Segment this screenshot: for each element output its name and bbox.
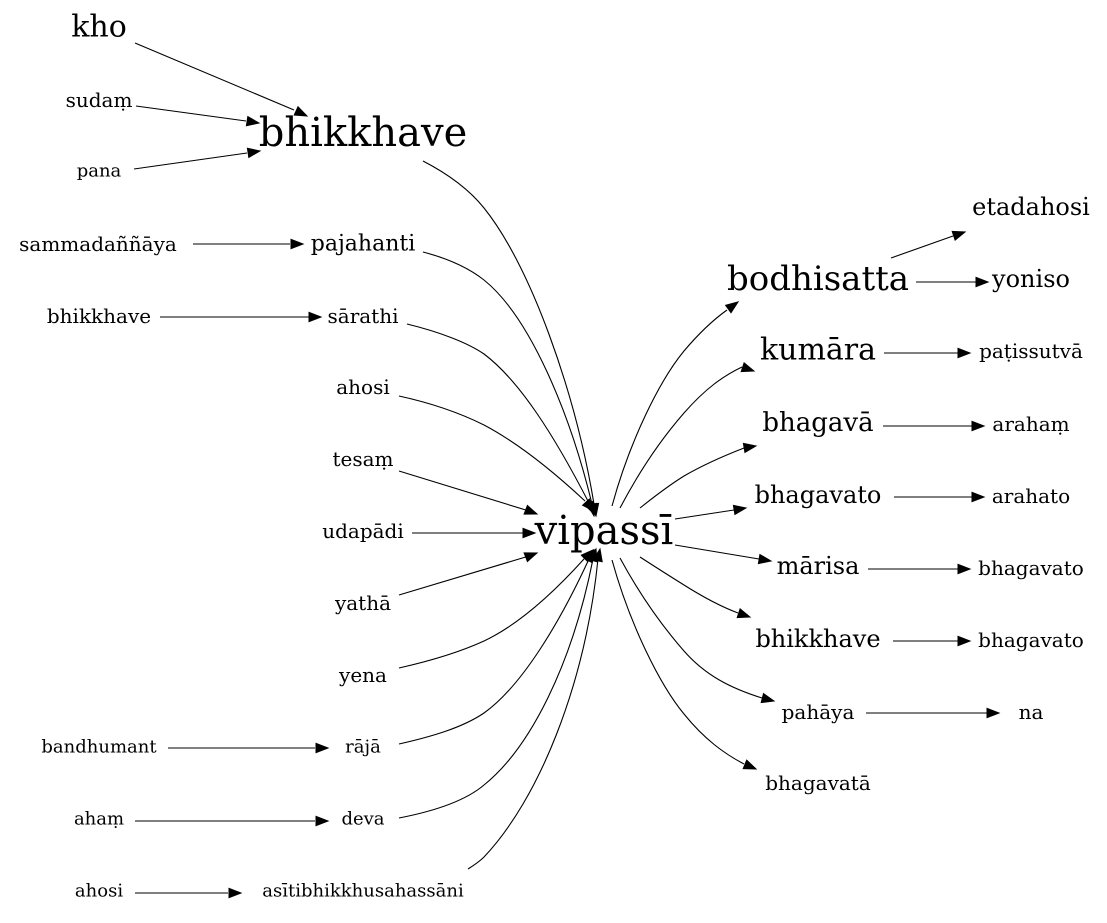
node-yatha: yathā bbox=[334, 591, 391, 615]
edge-pajahanti-to-vipassi bbox=[422, 251, 593, 505]
node-vipassi: vipassī bbox=[534, 508, 674, 554]
node-kumara: kumāra bbox=[760, 333, 876, 368]
node-araham: arahaṃ bbox=[992, 412, 1069, 436]
edge-vipassi-to-bhagavato_r bbox=[674, 509, 735, 520]
arrowhead-bhikkhave_r-to-bhagavato_b bbox=[957, 635, 972, 647]
edge-vipassi-to-bhagava bbox=[639, 447, 745, 509]
node-yoniso: yoniso bbox=[991, 265, 1070, 293]
edge-vipassi-to-pahaya bbox=[619, 557, 763, 699]
node-raja: rājā bbox=[345, 737, 381, 758]
node-pahaya: pahāya bbox=[782, 700, 855, 724]
arrowhead-aham-to-deva bbox=[315, 815, 330, 827]
node-bhagavato_m: bhagavato bbox=[978, 556, 1084, 580]
graph-nodes: kho sudaṃ pana bhikkhave sammadaññāya pajahan… bbox=[19, 10, 1090, 902]
arrowhead-vipassi-to-bhikkhave_r bbox=[736, 607, 752, 619]
edge-bodhisatta-to-etadahosi bbox=[890, 235, 954, 259]
node-udapadi: udapādi bbox=[322, 519, 404, 543]
node-marisa: mārisa bbox=[777, 552, 860, 580]
arrowhead-sammadannaya-to-pajahanti bbox=[290, 238, 305, 250]
arrowhead-vipassi-to-bhagavato_r bbox=[732, 504, 748, 516]
node-deva: deva bbox=[341, 809, 384, 830]
node-bhikkhave_r: bhikkhave bbox=[755, 625, 880, 653]
node-pana: pana bbox=[77, 161, 122, 182]
edge-sudam-to-bhikkhave_top bbox=[135, 105, 247, 122]
arrowhead-bhikkhave_left-to-sarathi bbox=[308, 311, 323, 323]
arrowhead-bandhumant-to-raja bbox=[315, 742, 330, 754]
arrowhead-vipassi-to-marisa bbox=[757, 553, 773, 565]
edge-kho-to-bhikkhave_top bbox=[134, 42, 295, 111]
node-aham: ahaṃ bbox=[74, 809, 124, 830]
edge-yatha-to-vipassi bbox=[398, 555, 530, 596]
node-ahosi_bottom: ahosi bbox=[75, 881, 123, 902]
arrowhead-pahaya-to-na bbox=[986, 707, 1001, 719]
edge-asiti-to-vipassi bbox=[467, 558, 599, 870]
node-tesam: tesaṃ bbox=[332, 447, 393, 471]
node-asiti: asītibhikkhusahassāni bbox=[262, 881, 464, 902]
node-na: na bbox=[1019, 700, 1044, 724]
node-bhagavato_r: bhagavato bbox=[755, 481, 882, 509]
edge-bhikkhave_top-to-vipassi bbox=[422, 160, 595, 505]
graph-edges bbox=[133, 42, 1001, 899]
edge-ahosi_mid-to-vipassi bbox=[398, 395, 586, 502]
arrowhead-pana-to-bhikkhave_top bbox=[246, 147, 262, 159]
edge-deva-to-vipassi bbox=[398, 558, 594, 819]
node-sarathi: sārathi bbox=[328, 304, 399, 328]
arrowhead-ahosi_bottom-to-asiti bbox=[228, 887, 243, 899]
node-bhikkhave_left: bhikkhave bbox=[47, 304, 151, 328]
edge-vipassi-to-bhagavata bbox=[611, 559, 745, 765]
node-bhagavato_b: bhagavato bbox=[978, 628, 1084, 652]
edge-vipassi-to-bhikkhave_r bbox=[639, 556, 739, 614]
arrowhead-tesam-to-vipassi bbox=[523, 504, 539, 515]
arrowhead-bhagava-to-araham bbox=[971, 420, 986, 432]
arrowhead-asiti-to-vipassi bbox=[592, 547, 603, 563]
edge-vipassi-to-marisa bbox=[674, 544, 760, 560]
arrowhead-vipassi-to-pahaya bbox=[760, 692, 776, 704]
node-bhagavata: bhagavatā bbox=[765, 771, 871, 795]
arrowhead-ahosi_mid-to-vipassi bbox=[581, 498, 595, 513]
edge-tesam-to-vipassi bbox=[398, 470, 530, 512]
arrowhead-vipassi-to-kumara bbox=[740, 361, 756, 373]
node-sudam: sudaṃ bbox=[66, 88, 133, 112]
arrowhead-bodhisatta-to-yoniso bbox=[975, 276, 990, 288]
node-kho: kho bbox=[71, 10, 127, 45]
edge-yena-to-vipassi bbox=[398, 558, 585, 669]
node-bhagava: bhagavā bbox=[762, 408, 873, 438]
edge-pana-to-bhikkhave_top bbox=[133, 152, 248, 170]
arrowhead-kho-to-bhikkhave_top bbox=[293, 105, 309, 117]
node-bandhumant: bandhumant bbox=[41, 737, 157, 758]
arrowhead-marisa-to-bhagavato_m bbox=[957, 563, 972, 575]
arrowhead-bhagavato_r-to-arahato bbox=[971, 491, 986, 503]
node-patissutva: paṭissutvā bbox=[979, 339, 1083, 363]
arrowhead-vipassi-to-bodhisatta bbox=[724, 301, 740, 314]
arrowhead-udapadi-to-vipassi bbox=[522, 527, 537, 539]
edge-vipassi-to-kumara bbox=[619, 366, 743, 509]
edge-vipassi-to-bodhisatta bbox=[611, 309, 728, 507]
arrowhead-kumara-to-patissutva bbox=[957, 347, 972, 359]
node-bodhisatta: bodhisatta bbox=[727, 259, 909, 299]
edge-sarathi-to-vipassi bbox=[406, 323, 590, 504]
node-arahato: arahato bbox=[992, 484, 1070, 508]
node-etadahosi: etadahosi bbox=[972, 193, 1090, 221]
arrowhead-sudam-to-bhikkhave_top bbox=[245, 115, 261, 127]
arrowhead-vipassi-to-bhagava bbox=[742, 442, 758, 454]
arrowhead-yatha-to-vipassi bbox=[523, 552, 539, 563]
arrowhead-vipassi-to-bhagavata bbox=[742, 759, 758, 770]
edge-raja-to-vipassi bbox=[398, 558, 590, 745]
node-sammadannaya: sammadaññāya bbox=[19, 232, 177, 256]
node-yena: yena bbox=[338, 663, 387, 687]
node-ahosi_mid: ahosi bbox=[336, 375, 390, 399]
arrowhead-bodhisatta-to-etadahosi bbox=[951, 230, 967, 242]
node-bhikkhave_top: bhikkhave bbox=[259, 110, 468, 156]
node-pajahanti: pajahanti bbox=[311, 232, 415, 257]
